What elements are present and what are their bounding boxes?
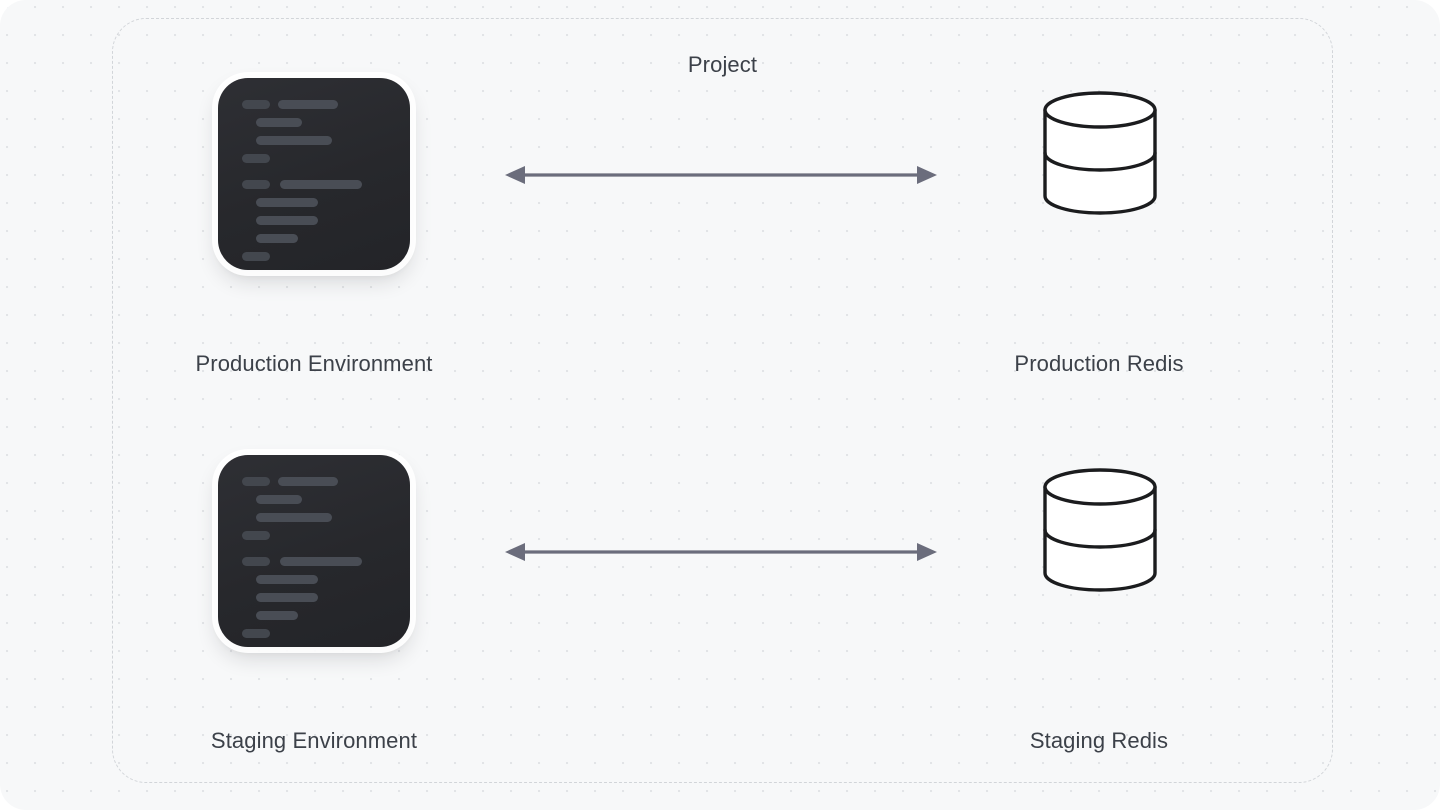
database-cylinder-icon bbox=[1043, 468, 1157, 592]
label-staging-redis: Staging Redis bbox=[1029, 728, 1169, 753]
node-production-redis[interactable] bbox=[1040, 88, 1160, 218]
node-staging-environment[interactable] bbox=[218, 455, 410, 647]
code-block-icon bbox=[218, 78, 410, 270]
code-line bbox=[256, 575, 318, 584]
code-line bbox=[280, 180, 362, 189]
code-line bbox=[242, 154, 270, 163]
project-title: Project bbox=[687, 52, 758, 77]
code-line bbox=[242, 180, 270, 189]
code-line bbox=[242, 629, 270, 638]
code-line bbox=[280, 557, 362, 566]
code-line bbox=[256, 593, 318, 602]
label-production-redis: Production Redis bbox=[1014, 351, 1184, 376]
code-line bbox=[242, 252, 270, 261]
code-line bbox=[278, 100, 338, 109]
double-arrow-icon bbox=[505, 543, 937, 561]
code-line bbox=[256, 495, 302, 504]
database-cylinder-icon bbox=[1043, 91, 1157, 215]
connector-staging bbox=[505, 540, 937, 564]
code-line bbox=[242, 557, 270, 566]
code-line bbox=[242, 477, 270, 486]
double-arrow-icon bbox=[505, 166, 937, 184]
label-production-environment: Production Environment bbox=[195, 351, 433, 376]
code-line bbox=[256, 118, 302, 127]
code-line bbox=[256, 611, 298, 620]
code-line bbox=[242, 531, 270, 540]
project-container: Project bbox=[112, 18, 1333, 783]
code-line bbox=[256, 234, 298, 243]
node-staging-redis[interactable] bbox=[1040, 465, 1160, 595]
node-production-environment[interactable] bbox=[218, 78, 410, 270]
code-line bbox=[242, 100, 270, 109]
label-staging-environment: Staging Environment bbox=[210, 728, 418, 753]
code-block-icon bbox=[218, 455, 410, 647]
code-line bbox=[256, 513, 332, 522]
code-line bbox=[278, 477, 338, 486]
code-line bbox=[256, 198, 318, 207]
connector-production bbox=[505, 163, 937, 187]
code-line bbox=[256, 136, 332, 145]
code-line bbox=[256, 216, 318, 225]
